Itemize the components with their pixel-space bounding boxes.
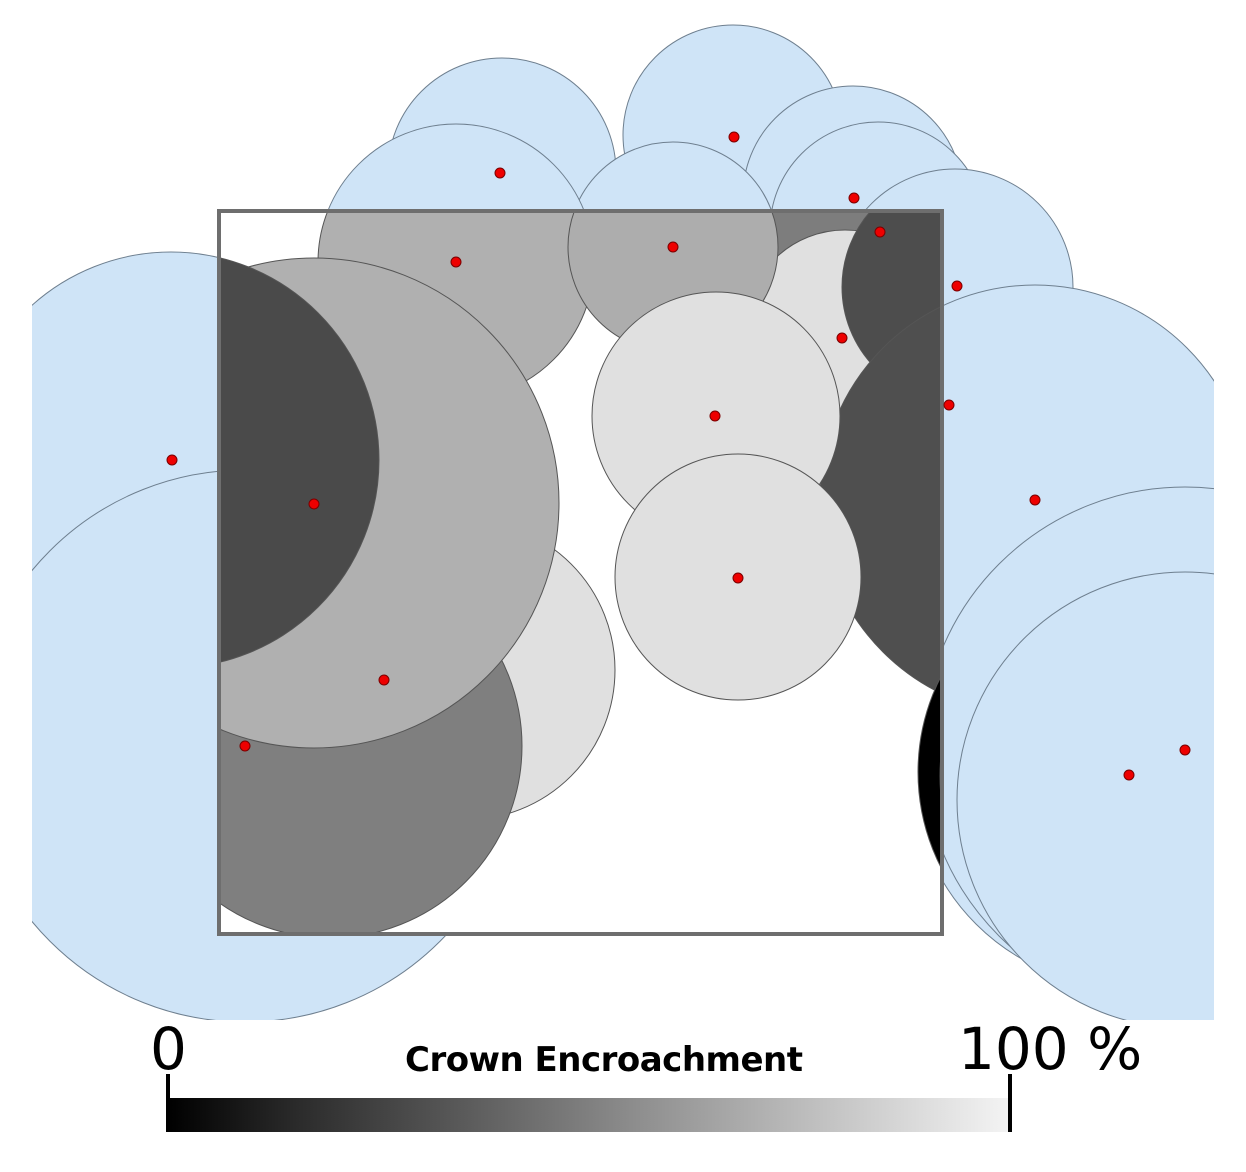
crown-encroachment-full [917, 673, 942, 871]
stem-point [166, 454, 178, 466]
crown-encroachment-very-high [219, 257, 380, 663]
stem-point [378, 674, 390, 686]
stem-point [874, 226, 886, 238]
stem-point [1179, 744, 1191, 756]
stem-point [709, 410, 721, 422]
legend-title: Crown Encroachment [405, 1040, 803, 1080]
legend-max-label: 100 % [958, 1015, 1143, 1083]
stem-point [239, 740, 251, 752]
legend-tick-max [1008, 1074, 1012, 1132]
neighbor-crown [956, 571, 1214, 1020]
stem-point [450, 256, 462, 268]
stem-point [951, 280, 963, 292]
legend-min-label: 0 [150, 1015, 187, 1083]
stem-point [943, 399, 955, 411]
stem-point [308, 498, 320, 510]
stem-points-layer [166, 131, 1191, 781]
stem-point [848, 192, 860, 204]
stem-point [732, 572, 744, 584]
stem-point [728, 131, 740, 143]
plot-crowns-layer [219, 211, 942, 934]
legend-gradient-bar [168, 1098, 1010, 1132]
stem-point [1029, 494, 1041, 506]
stem-point [667, 241, 679, 253]
stem-point [1123, 769, 1135, 781]
plot-boundary [217, 209, 944, 936]
stem-point [836, 332, 848, 344]
stem-point [494, 167, 506, 179]
